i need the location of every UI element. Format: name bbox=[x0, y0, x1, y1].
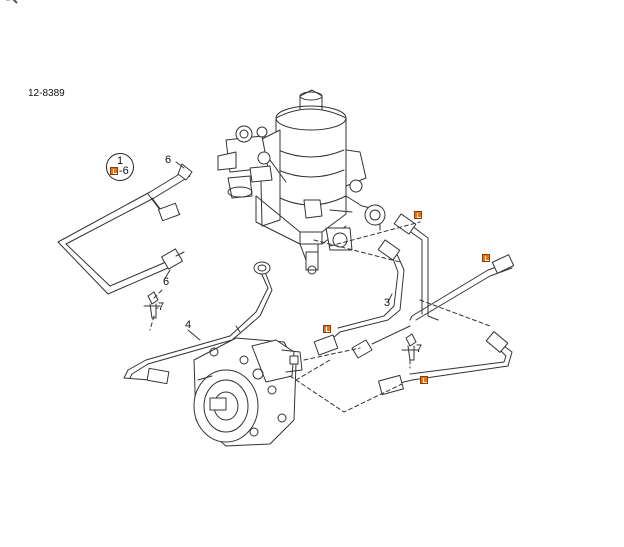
clip-7-left bbox=[143, 291, 161, 319]
assembly-dashed-lines bbox=[149, 221, 491, 413]
return-pipe-right bbox=[378, 254, 515, 396]
part-link-icon[interactable] bbox=[482, 254, 490, 262]
callout-7-left: 7 bbox=[158, 301, 165, 313]
callout-3: 3 bbox=[384, 297, 391, 309]
part-link-icon[interactable] bbox=[323, 325, 331, 333]
part-link-icon[interactable] bbox=[414, 211, 422, 219]
part-link-icon[interactable] bbox=[110, 167, 118, 175]
callout-6-top: 6 bbox=[165, 154, 172, 166]
callout-4: 4 bbox=[185, 319, 192, 331]
callout-1: 1 bbox=[117, 155, 124, 167]
callout-1-circle bbox=[106, 153, 134, 181]
magnifier-icon[interactable] bbox=[2, 0, 20, 6]
pipe-1-outline bbox=[57, 163, 193, 295]
pipe-3-outline bbox=[313, 213, 439, 359]
callout-1-range: -6 bbox=[119, 165, 129, 177]
pipe-4-outline bbox=[123, 261, 273, 385]
clip-7-right bbox=[401, 333, 419, 361]
high-pressure-pump bbox=[193, 337, 303, 447]
callout-7-right: 7 bbox=[416, 343, 423, 355]
diagram-id: 12-8389 bbox=[28, 88, 65, 99]
part-link-icon[interactable] bbox=[420, 376, 428, 384]
callout-leaders bbox=[155, 161, 393, 341]
callout-6-mid: 6 bbox=[163, 276, 170, 288]
fuel-filter-assembly bbox=[217, 89, 386, 275]
